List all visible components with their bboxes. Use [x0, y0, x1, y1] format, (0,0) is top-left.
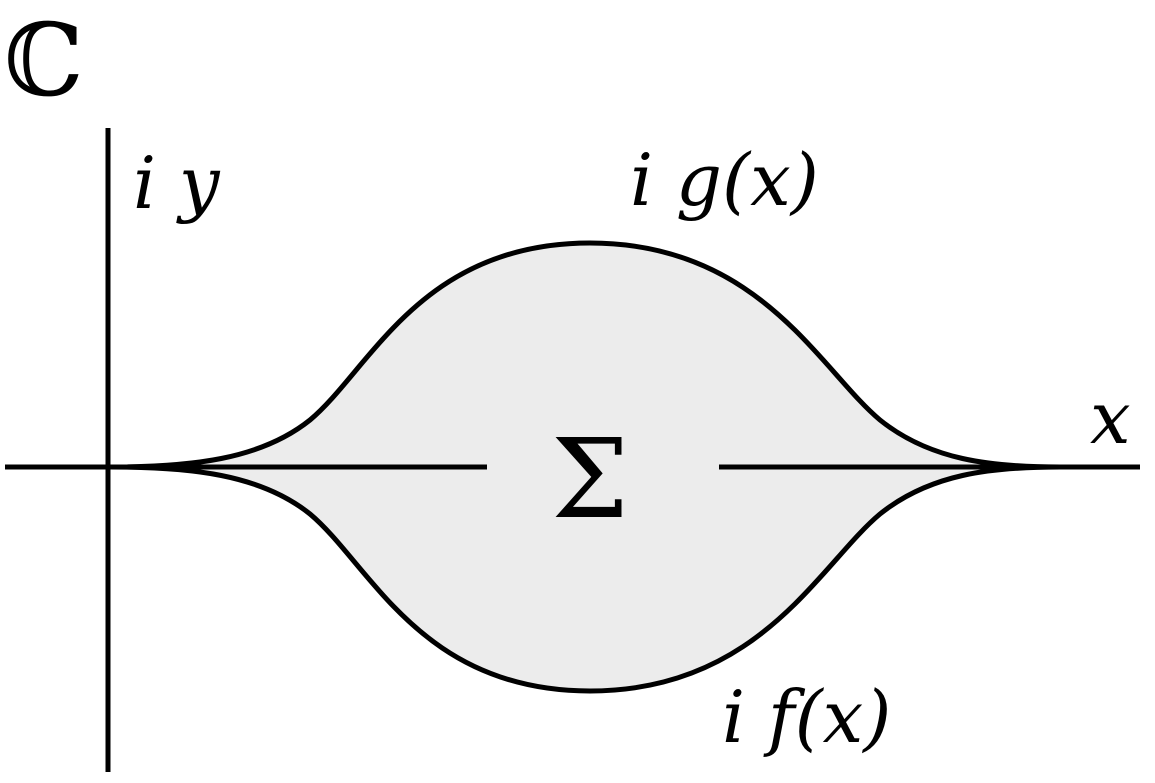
complex-plane-symbol: ℂ	[4, 2, 84, 119]
real-axis-label: x	[1090, 376, 1131, 460]
imaginary-axis-label: i y	[133, 141, 221, 225]
region-sigma	[110, 243, 1060, 691]
region-label-sigma: Σ	[551, 415, 629, 543]
upper-curve-g	[109, 240, 1061, 470]
upper-curve-label: i g(x)	[630, 138, 819, 222]
lower-curve-f	[109, 464, 1061, 694]
lower-curve-label: i f(x)	[722, 675, 891, 759]
